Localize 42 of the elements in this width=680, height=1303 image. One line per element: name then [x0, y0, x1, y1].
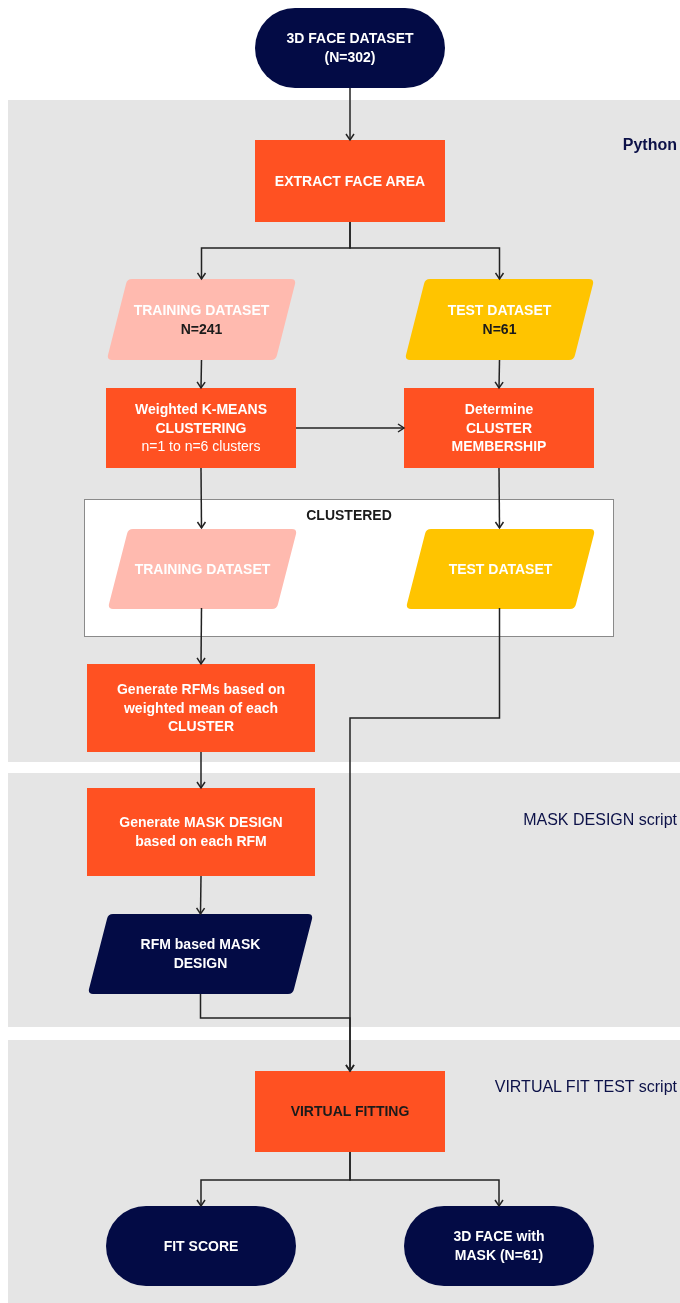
process-box — [106, 388, 296, 468]
section-label: VIRTUAL FIT TEST script — [494, 1078, 677, 1096]
node-label: N=61 — [482, 319, 517, 339]
arrow — [494, 467, 505, 529]
node-label: FIT SCORE — [163, 1236, 239, 1256]
arrow — [295, 423, 405, 433]
arrow — [345, 87, 355, 141]
node-label: Generate RFMs based on weighted mean of each CLUSTER — [115, 679, 286, 737]
arrow — [196, 751, 206, 789]
arrow — [199, 993, 355, 1072]
process-box — [255, 140, 445, 222]
process-box — [404, 388, 594, 468]
group-frame — [84, 499, 614, 637]
node-label: TRAINING DATASET — [134, 559, 271, 579]
group-label: CLUSTERED — [306, 507, 392, 523]
node-label: RFM based MASK DESIGN — [140, 935, 261, 973]
node-label: TRAINING DATASET — [133, 300, 270, 320]
node-label: N=241 — [180, 319, 223, 339]
arrow — [349, 221, 505, 280]
node-label: n=1 to n=6 clusters — [141, 437, 261, 457]
section-band — [8, 773, 680, 1027]
node-label: TEST DATASET — [448, 559, 553, 579]
node-label: Generate MASK DESIGN based on each RFM — [118, 813, 284, 851]
node-label: EXTRACT FACE AREA — [274, 171, 426, 191]
arrow — [196, 607, 206, 665]
section-label: Python — [622, 136, 677, 154]
node-label: 3D FACE DATASET (N=302) — [285, 29, 415, 67]
node-label: Determine CLUSTER MEMBERSHIP — [450, 399, 548, 457]
section-band — [8, 100, 680, 762]
node-label: VIRTUAL FITTING — [290, 1102, 410, 1121]
process-box — [87, 788, 315, 876]
arrow — [196, 359, 206, 389]
node-label: TEST DATASET — [447, 300, 552, 320]
section-band — [8, 1040, 680, 1303]
arrow — [494, 359, 504, 389]
process-box — [255, 1071, 445, 1152]
arrow — [195, 875, 206, 915]
process-box — [87, 664, 315, 752]
section-label: MASK DESIGN script — [523, 811, 677, 829]
arrow — [349, 1151, 504, 1207]
arrow — [196, 467, 207, 529]
node-label: 3D FACE with MASK (N=61) — [452, 1227, 546, 1265]
